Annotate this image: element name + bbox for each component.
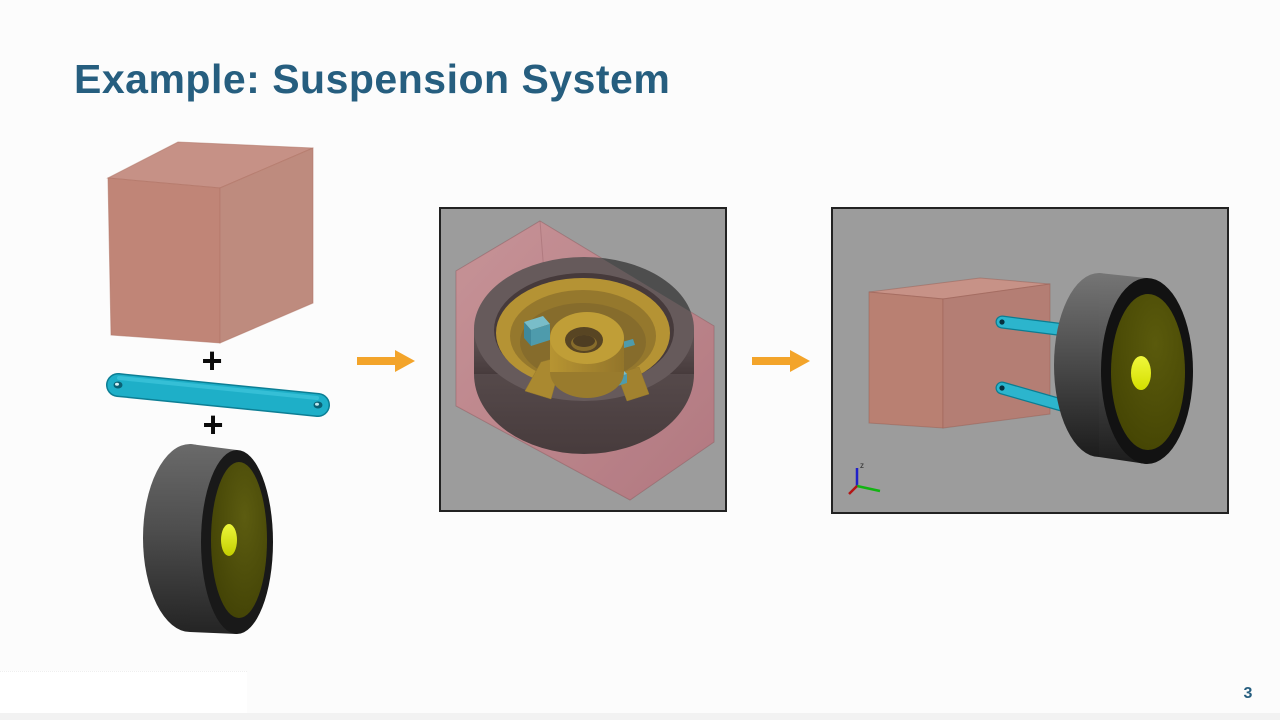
plus-icon: + bbox=[201, 340, 223, 381]
chassis-box-graphic bbox=[106, 141, 314, 344]
chassis-right-face bbox=[942, 283, 1051, 429]
arrow-shaft bbox=[752, 357, 792, 365]
link-peg-left-top bbox=[524, 316, 550, 330]
box-left-face bbox=[107, 177, 221, 344]
lower-link-pin bbox=[999, 385, 1005, 391]
chassis-box-tint bbox=[456, 221, 714, 500]
arrow-shaft bbox=[357, 357, 397, 365]
upper-link-pin bbox=[999, 319, 1005, 325]
link-highlight bbox=[117, 376, 319, 400]
page-title: Example: Suspension System bbox=[74, 56, 671, 102]
lower-link bbox=[996, 382, 1071, 412]
axis-triad-icon: z bbox=[848, 461, 881, 495]
page-number: 3 bbox=[1243, 685, 1253, 702]
wheel-hub bbox=[1131, 356, 1151, 390]
arrow-head bbox=[395, 350, 415, 372]
link-peg-left-front bbox=[531, 324, 550, 346]
plus-icon: + bbox=[202, 404, 224, 445]
box-right-face bbox=[219, 147, 314, 344]
panel-assembled-suspension: z bbox=[831, 207, 1229, 514]
hub-hole-center bbox=[573, 335, 595, 347]
link-rod-graphic bbox=[106, 373, 330, 417]
arrow-right-icon bbox=[357, 350, 415, 372]
watermark-area bbox=[0, 671, 247, 713]
link-hole-left-center bbox=[115, 382, 119, 386]
assembled-wheel-top-view-graphic bbox=[455, 220, 715, 501]
arrow-head bbox=[790, 350, 810, 372]
link-peg-left-side bbox=[524, 322, 531, 346]
link-peg-right bbox=[622, 339, 635, 348]
wheel-face bbox=[211, 462, 267, 618]
wheel-hub bbox=[221, 524, 237, 556]
axis-z-label: z bbox=[860, 461, 864, 470]
assembled-suspension-graphic: z bbox=[848, 273, 1193, 495]
link-hole-right-center bbox=[315, 402, 319, 406]
chassis-front-face bbox=[868, 291, 944, 429]
arrow-right-icon bbox=[752, 350, 810, 372]
wheel-graphic bbox=[143, 444, 273, 634]
axis-y bbox=[848, 485, 858, 495]
bottom-edge-strip bbox=[0, 713, 1280, 720]
link-body bbox=[107, 374, 329, 416]
panel-assembled-wheel bbox=[439, 207, 727, 512]
axis-x bbox=[856, 484, 881, 493]
